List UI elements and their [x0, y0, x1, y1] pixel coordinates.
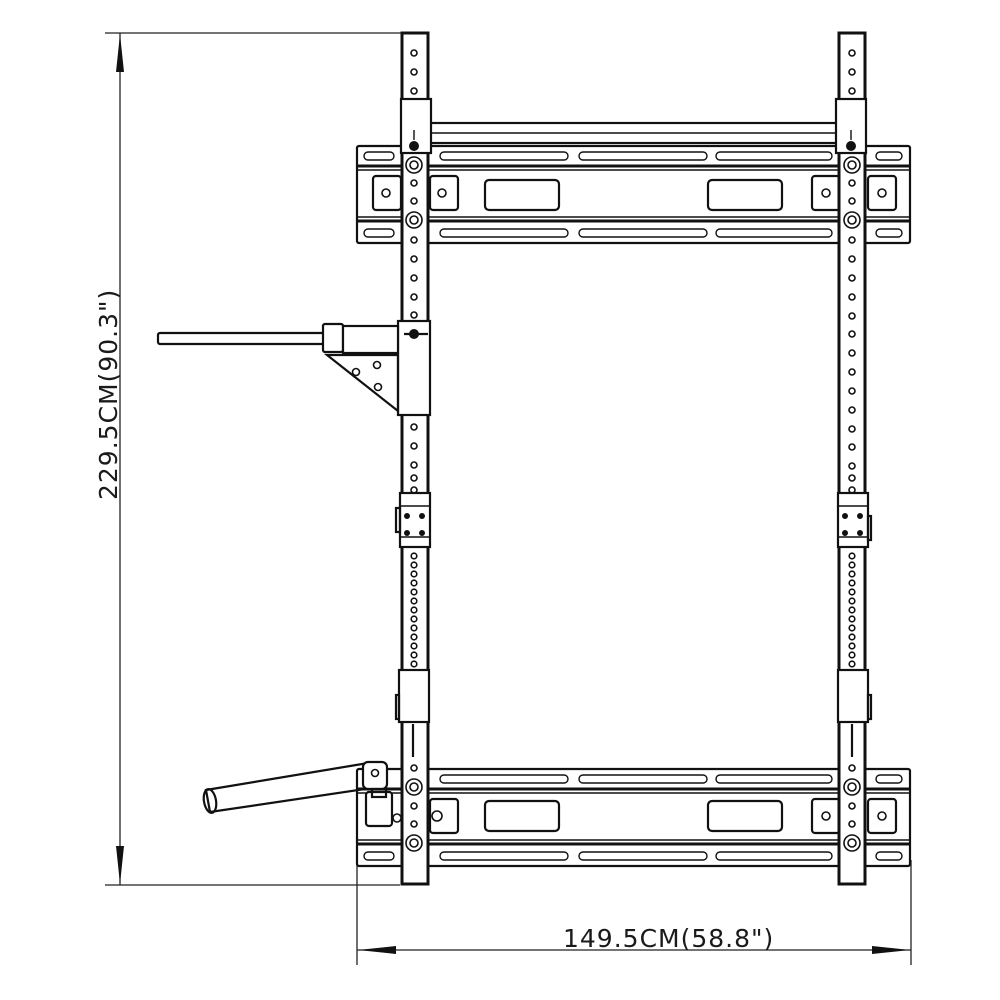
top-crossbar [428, 121, 840, 145]
top-wall-bracket [355, 144, 912, 245]
bottom-wall-bracket [355, 767, 912, 868]
landmine-attachment [202, 760, 402, 828]
j-hook-safety-arm [156, 322, 400, 414]
left-dense-holes [410, 552, 418, 668]
arrow-up-icon [116, 34, 124, 72]
width-label: 149.5CM(58.8") [563, 924, 774, 953]
left-upright [394, 31, 433, 886]
arrow-left-icon [358, 946, 396, 954]
arrow-down-icon [116, 846, 124, 884]
right-dense-holes [848, 552, 856, 668]
height-label: 229.5CM(90.3") [94, 289, 123, 500]
width-dimension: 149.5CM(58.8") [356, 795, 912, 965]
arrow-right-icon [872, 946, 910, 954]
height-dimension: 229.5CM(90.3") [94, 32, 420, 886]
right-upright [834, 31, 873, 886]
